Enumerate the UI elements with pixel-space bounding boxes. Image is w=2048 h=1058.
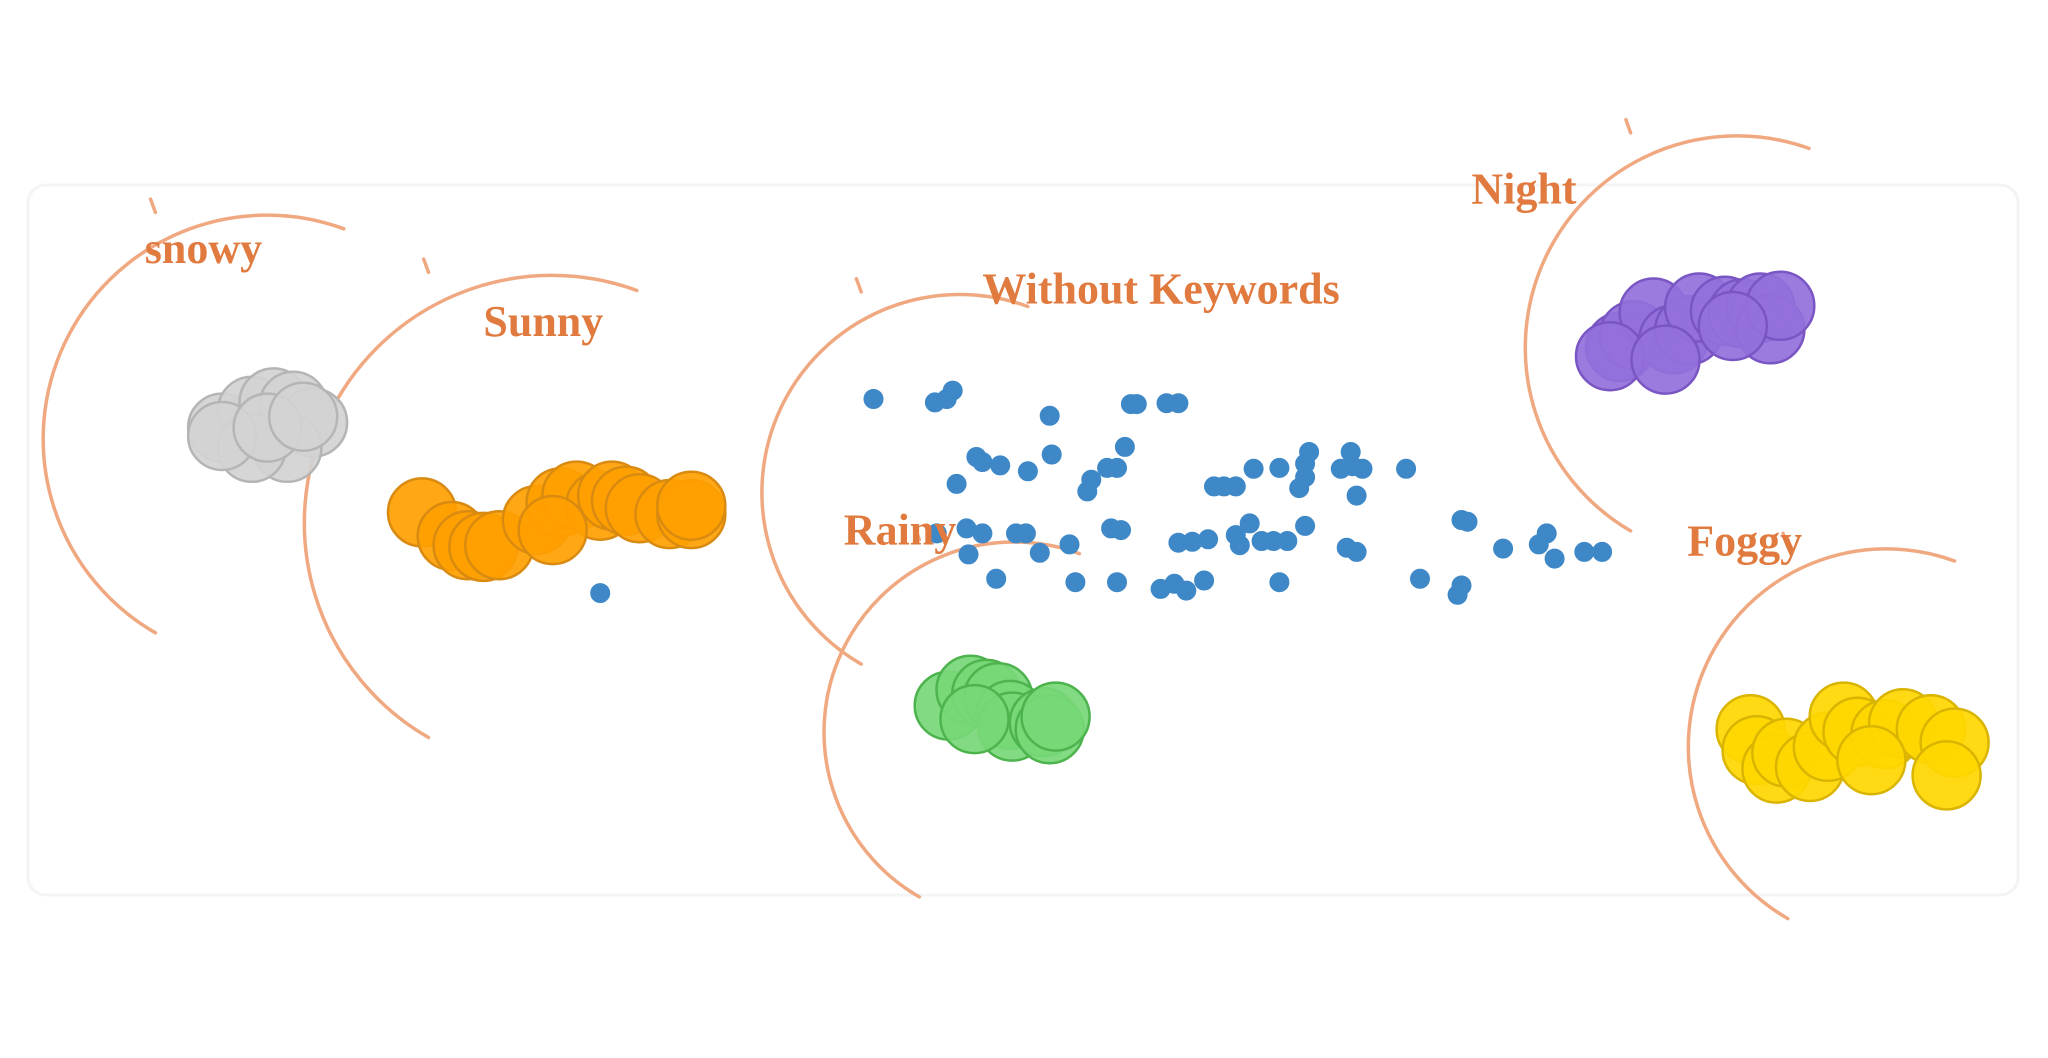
point-without-keywords-73 [1536,523,1557,544]
point-night-11 [1697,290,1769,362]
point-without-keywords-51 [1239,513,1260,534]
cluster-bracket-tick-foggy [1781,531,1790,549]
point-without-keywords-30 [1340,442,1361,462]
point-without-keywords-5 [1039,405,1060,426]
point-sunny-14 [656,470,727,541]
point-without-keywords-17 [1107,457,1127,478]
point-without-keywords-14 [990,455,1011,476]
point-without-keywords-65 [1176,580,1197,601]
point-without-keywords-34 [1396,458,1417,479]
point-without-keywords-25 [1289,478,1310,499]
point-without-keywords-19 [1077,481,1098,502]
point-without-keywords-57 [1346,541,1367,562]
point-without-keywords-33 [1225,476,1246,497]
point-without-keywords-45 [1059,534,1080,555]
point-without-keywords-44 [1029,542,1050,563]
points-layer [186,270,1990,811]
point-without-keywords-1 [863,389,884,409]
point-foggy-13 [1836,724,1907,796]
cluster-label-rainy: Rainy [844,505,956,554]
point-without-keywords-13 [966,447,987,467]
point-without-keywords-21 [1243,458,1264,479]
point-without-keywords-29 [1352,458,1373,479]
cluster-label-sunny: Sunny [483,297,603,346]
point-without-keywords-42 [1111,520,1131,541]
point-without-keywords-11 [1114,436,1135,457]
point-without-keywords-15 [1017,461,1038,482]
point-without-keywords-61 [1065,572,1086,593]
point-snowy-9 [267,381,339,452]
point-without-keywords-38 [972,523,993,544]
point-without-keywords-36 [926,523,947,544]
point-without-keywords-7 [1126,394,1147,415]
point-without-keywords-9 [1168,393,1189,414]
point-without-keywords-43 [958,544,979,565]
cluster-bracket-tick-rainy [912,524,922,542]
point-without-keywords-71 [1493,538,1514,559]
point-night-13 [1630,324,1701,395]
point-without-keywords-59 [1457,511,1478,532]
point-without-keywords-67 [1269,572,1290,593]
point-without-keywords-55 [1295,515,1316,536]
point-without-keywords-74 [1544,548,1565,569]
point-foggy-12 [1911,740,1982,811]
point-without-keywords-40 [1015,523,1036,544]
point-without-keywords-68 [1410,568,1430,589]
point-without-keywords-48 [1198,529,1219,550]
point-without-keywords-54 [1277,531,1298,551]
cluster-label-snowy: snowy [145,224,262,273]
cluster-bracket-tick-snowy [148,197,158,215]
point-without-keywords-4 [942,380,963,401]
point-without-keywords-35 [1346,485,1367,506]
point-without-keywords-20 [946,473,967,494]
point-without-keywords-76 [1592,541,1613,562]
point-without-keywords-66 [1194,570,1215,591]
cluster-label-foggy: Foggy [1687,516,1802,565]
point-sunny-15 [517,494,588,566]
point-without-keywords-60 [986,568,1007,589]
cluster-bracket-tick-night [1624,117,1633,135]
cluster-bracket-without-keywords [760,292,1030,666]
point-without-keywords-70 [1447,584,1468,605]
cluster-label-without-keywords: Without Keywords [982,264,1339,313]
cluster-bracket-foggy [1686,547,1957,921]
cluster-bracket-tick-sunny [421,257,431,275]
point-rainy-8 [1020,681,1091,752]
point-without-keywords-0 [590,583,611,604]
point-without-keywords-75 [1574,541,1595,562]
point-without-keywords-50 [1229,535,1250,556]
cluster-label-night: Night [1471,164,1576,213]
cluster-bracket-tick-without-keywords [854,277,863,294]
cluster-bracket-rainy [822,540,1082,899]
point-without-keywords-26 [1299,442,1320,462]
cluster-bracket-snowy [41,213,346,635]
point-without-keywords-62 [1107,572,1127,593]
point-rainy-9 [939,683,1010,755]
point-without-keywords-10 [1041,444,1062,465]
cluster-bracket-night [1523,134,1811,533]
point-without-keywords-22 [1269,457,1290,478]
